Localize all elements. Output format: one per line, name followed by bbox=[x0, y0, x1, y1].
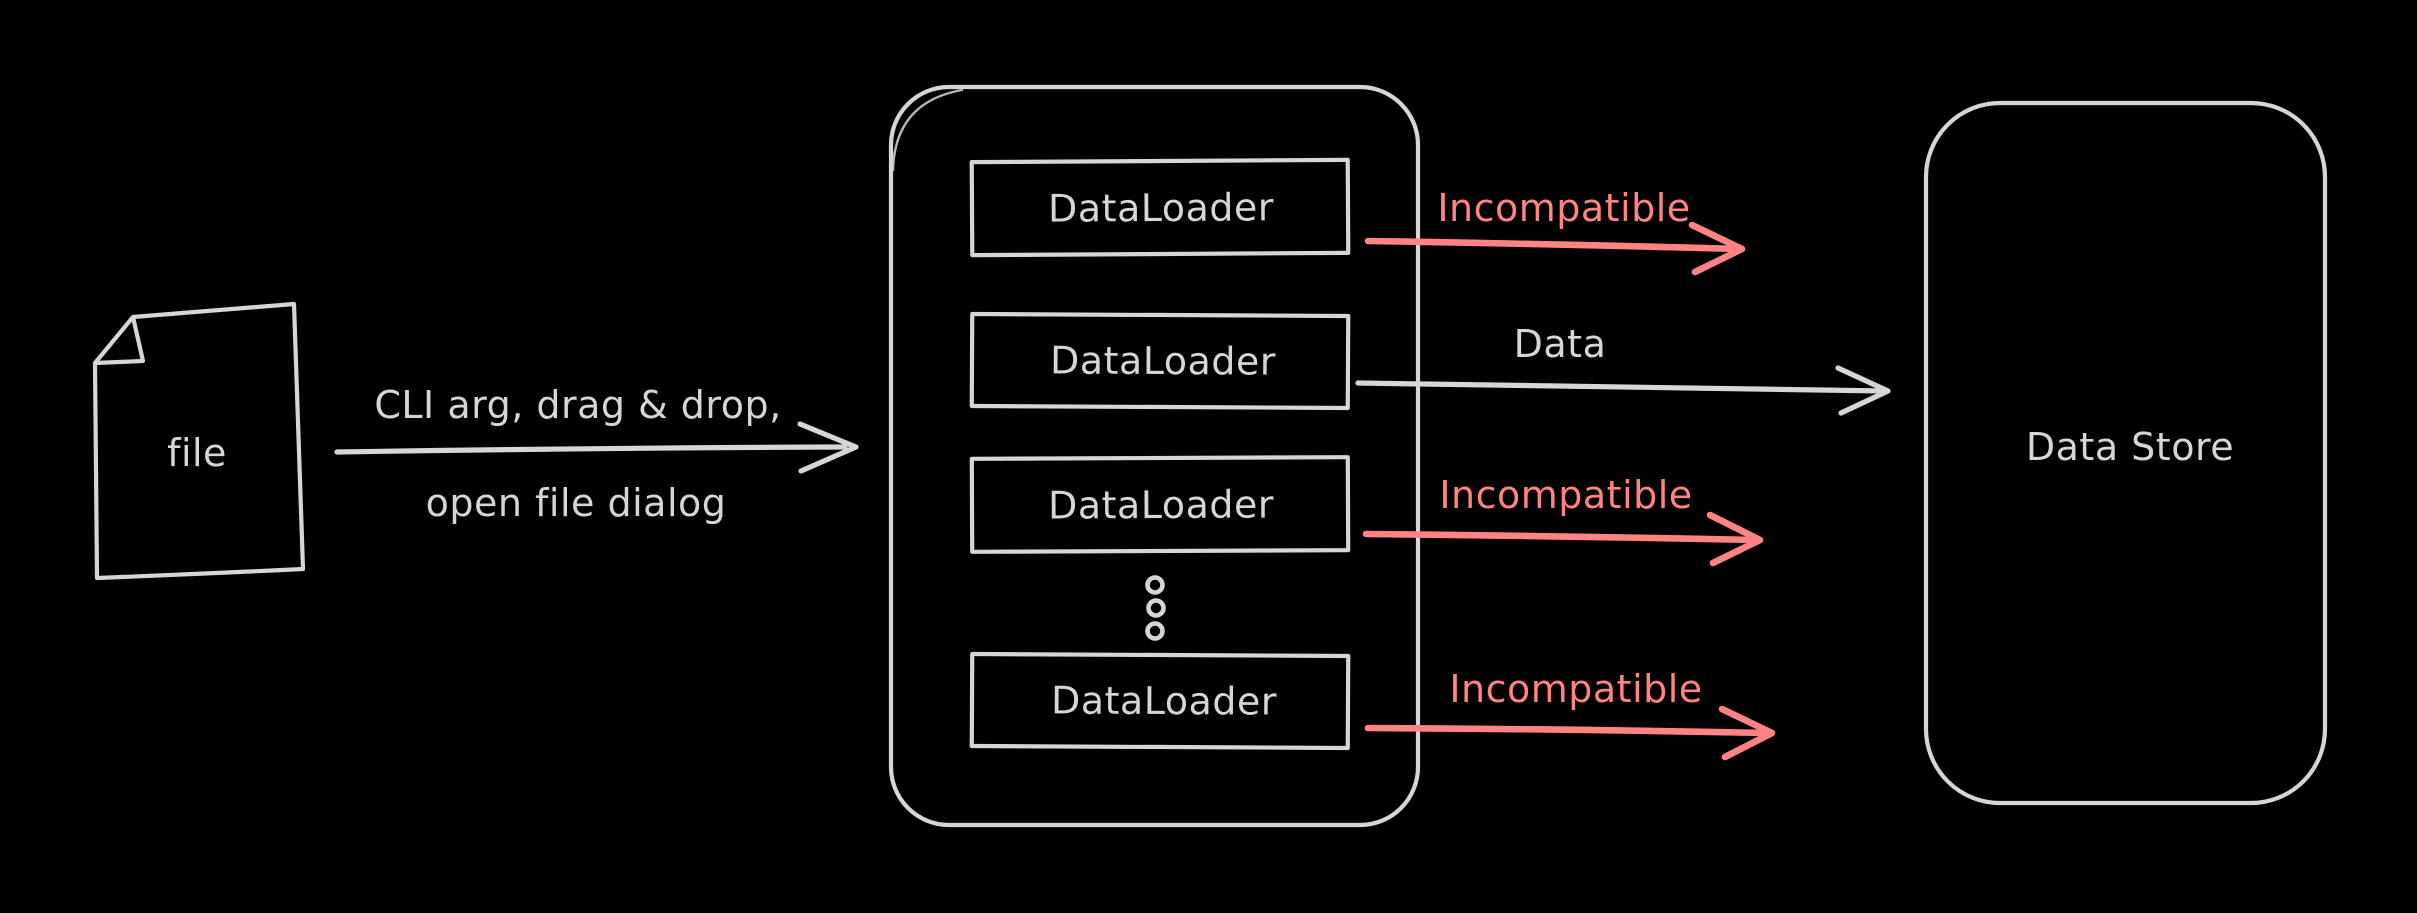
input-arrow-label-top: CLI arg, drag & drop, bbox=[374, 383, 781, 427]
ellipsis-dot bbox=[1145, 575, 1165, 595]
loader-stack: DataLoader DataLoader DataLoader D bbox=[888, 84, 1421, 828]
file-label: file bbox=[167, 431, 227, 475]
dataloader-rect bbox=[969, 651, 1351, 751]
input-arrow-head bbox=[797, 421, 859, 474]
dataloader-rect bbox=[969, 311, 1351, 411]
output-arrow-incompatible-1: Incompatible bbox=[1364, 186, 1746, 276]
dataloader-box-3: DataLoader bbox=[969, 455, 1351, 554]
dataloader-rect bbox=[969, 157, 1351, 258]
dataloader-label: DataLoader bbox=[1051, 678, 1277, 723]
dataloader-box-1: DataLoader bbox=[969, 157, 1351, 258]
incompatible-arrow-head bbox=[1706, 511, 1764, 567]
output-arrow-incompatible-2: Incompatible bbox=[1362, 473, 1764, 567]
incompatible-arrow-head bbox=[1688, 221, 1746, 276]
ellipsis-dots bbox=[1145, 575, 1166, 641]
dataloader-rect bbox=[969, 455, 1351, 554]
dataloader-box-2: DataLoader bbox=[969, 311, 1351, 411]
incompatible-label: Incompatible bbox=[1449, 667, 1702, 711]
incompatible-arrow-line bbox=[1364, 724, 1772, 737]
data-store-shape bbox=[1923, 100, 2328, 806]
file-fold bbox=[92, 314, 146, 366]
incompatible-arrow-line bbox=[1362, 530, 1760, 544]
incompatible-arrow-head bbox=[1718, 705, 1776, 761]
input-arrow-label-bottom: open file dialog bbox=[426, 481, 727, 525]
ellipsis-dot bbox=[1145, 621, 1165, 641]
incompatible-arrow-line bbox=[1364, 237, 1744, 253]
incompatible-label: Incompatible bbox=[1439, 473, 1692, 517]
dataloader-label: DataLoader bbox=[1048, 483, 1274, 528]
data-store-label: Data Store bbox=[2026, 425, 2234, 469]
incompatible-label: Incompatible bbox=[1437, 186, 1690, 230]
loader-container bbox=[888, 84, 1421, 828]
dataloader-box-4: DataLoader bbox=[969, 651, 1351, 751]
file-node: file bbox=[92, 301, 306, 581]
output-arrow-data: Data bbox=[1355, 322, 1891, 416]
dataloader-label: DataLoader bbox=[1050, 338, 1276, 383]
data-arrow-head bbox=[1835, 365, 1891, 416]
data-arrow-line bbox=[1355, 380, 1889, 394]
input-arrow-line bbox=[334, 444, 848, 455]
file-shape bbox=[92, 301, 306, 581]
data-label: Data bbox=[1514, 322, 1607, 366]
ellipsis-dot bbox=[1146, 598, 1166, 618]
loader-container-sketch-line bbox=[891, 88, 964, 172]
input-arrow: CLI arg, drag & drop, open file dialog bbox=[334, 383, 859, 525]
data-store-node: Data Store bbox=[1923, 100, 2328, 806]
dataloader-label: DataLoader bbox=[1048, 185, 1274, 230]
output-arrow-incompatible-3: Incompatible bbox=[1364, 667, 1776, 761]
